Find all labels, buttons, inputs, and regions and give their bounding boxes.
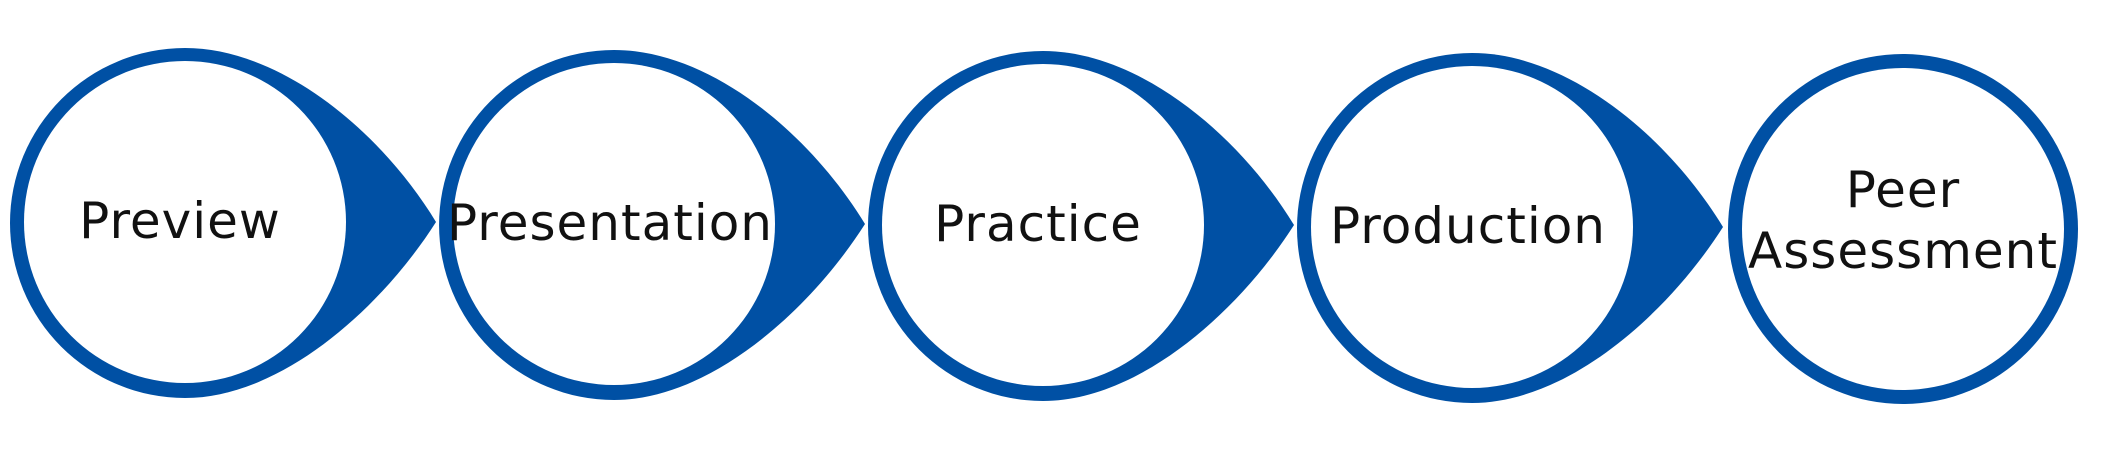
step-circle <box>24 61 346 383</box>
step-label: Practice <box>934 195 1142 253</box>
step-production: Production <box>1297 53 1723 403</box>
step-circle <box>882 64 1204 386</box>
step-circle <box>453 63 775 385</box>
step-label: Preview <box>79 192 281 250</box>
step-label: Production <box>1330 197 1606 255</box>
step-practice: Practice <box>868 51 1294 401</box>
step-peer-assessment: Peer Assessment <box>1728 54 2078 404</box>
step-circle <box>1742 68 2064 390</box>
step-presentation: Presentation <box>439 50 865 400</box>
step-label: Presentation <box>447 194 773 252</box>
step-preview: Preview <box>10 48 436 398</box>
step-circle <box>1311 66 1633 388</box>
step-label-line-2: Assessment <box>1748 222 2058 280</box>
step-label-line-1: Peer <box>1846 161 1960 219</box>
